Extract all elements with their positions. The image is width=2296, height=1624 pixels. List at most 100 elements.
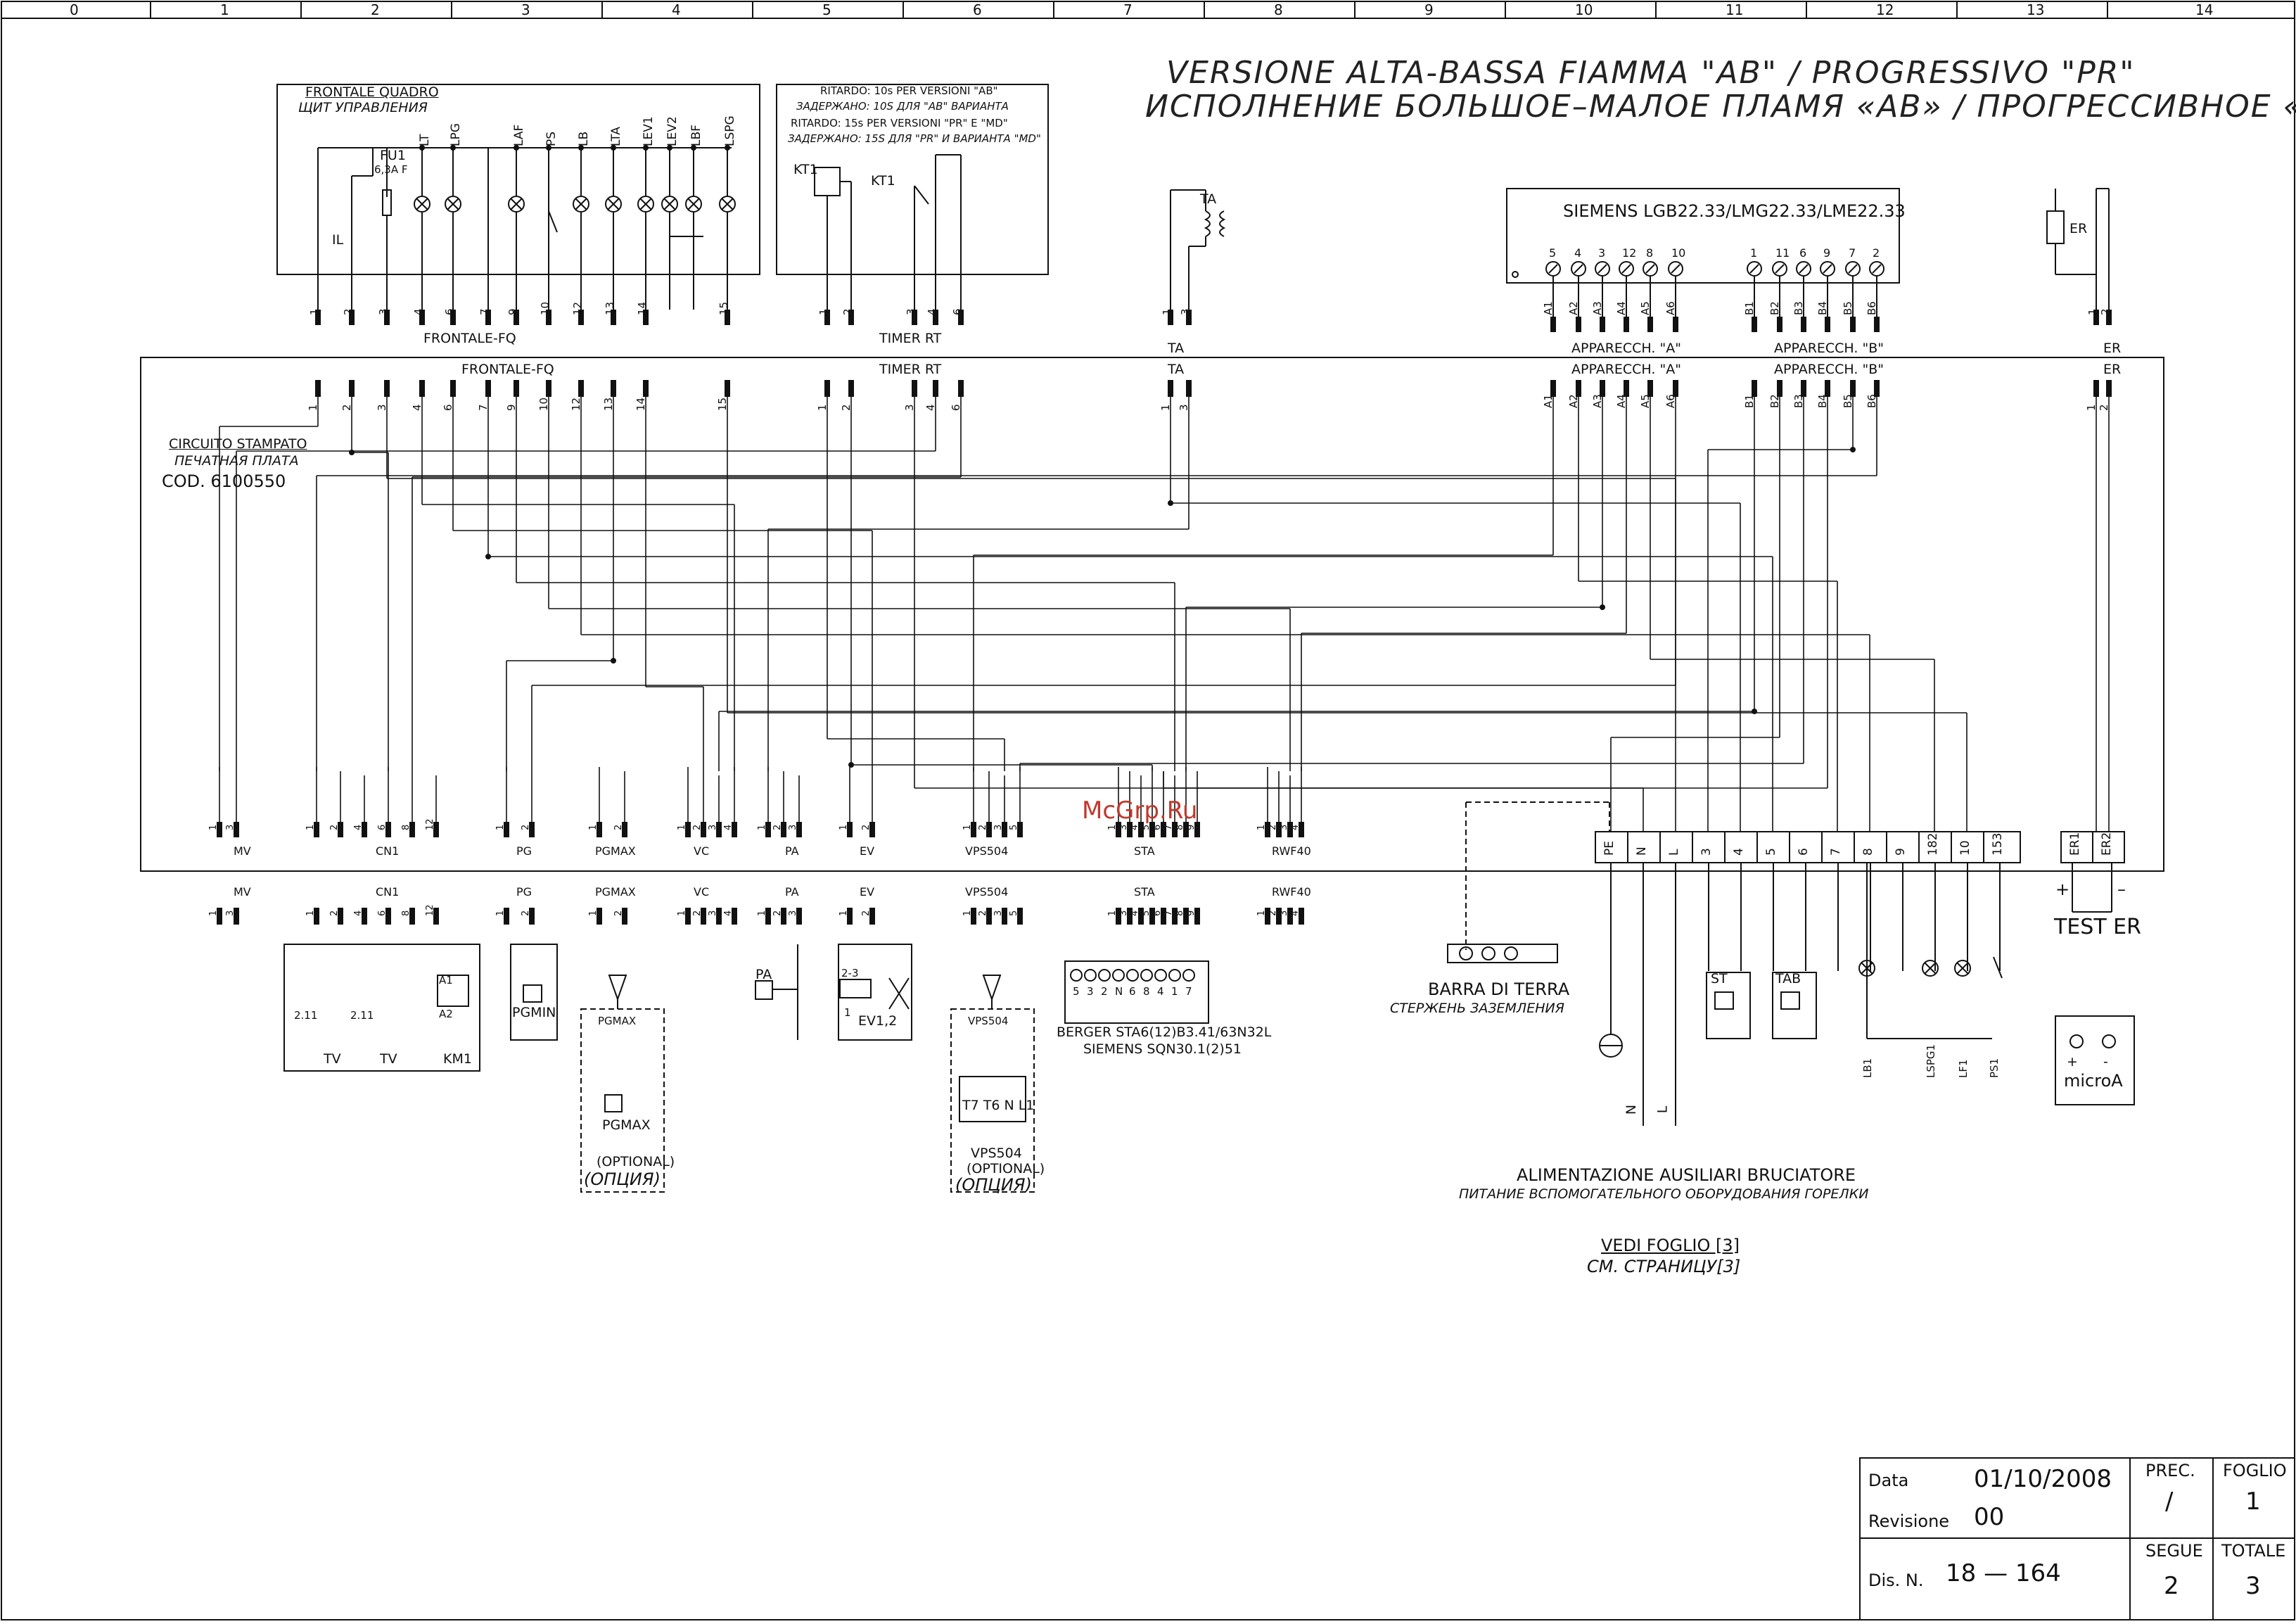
sta-pin-num: 3 [1118, 910, 1129, 916]
pcb-pg-pin [504, 822, 509, 837]
rwf40-pin [1276, 908, 1282, 925]
er-pcb-label: ER [2103, 362, 2122, 377]
pcb-pgmax-pin-num: 1 [588, 824, 599, 830]
lamp-lspg-icon [719, 196, 736, 212]
vps504-pin [1002, 908, 1007, 925]
sta-pin [1149, 908, 1155, 925]
pcb-app-a-pin-pin [1624, 380, 1629, 397]
pg-pin [529, 908, 535, 925]
pcb-vps504-label: VPS504 [965, 844, 1009, 858]
ruler-label-14: 14 [2195, 1, 2214, 18]
app-a-term-pin [1550, 317, 1556, 332]
junction-dot [546, 145, 551, 151]
frontale-term-num-6: 6 [443, 308, 456, 315]
er-wiring [2046, 188, 2110, 310]
ruler-label-2: 2 [371, 1, 380, 18]
sta-pin-4: 4 [1157, 985, 1164, 998]
pcb-cn1-pin [314, 822, 319, 837]
siemens-title: SIEMENS LGB22.33/LMG22.33/LME22.33 [1563, 201, 1906, 221]
pcb-timer-num-6: 6 [950, 404, 962, 411]
pcb-sta-pin [1127, 822, 1133, 837]
ta-connector-label: TA [1168, 341, 1185, 356]
tab-label: TAB [1775, 971, 1801, 987]
earth-screw-icon [1504, 946, 1518, 960]
cn1-pin-num: 2 [329, 910, 340, 916]
sta-screw-icon [1070, 969, 1083, 982]
timer-term-pin [848, 310, 854, 325]
pcb-frontale-num-12: 12 [570, 397, 582, 411]
pcb-vc-label: VC [694, 844, 710, 858]
pcb-frontale-pin-pin [643, 380, 649, 397]
earth-screw-icon [1459, 946, 1473, 960]
lamp-cross [1924, 962, 1937, 975]
ruler-label-11: 11 [1726, 1, 1744, 18]
vps-optional-ru: (ОПЦИЯ) [955, 1175, 1032, 1195]
vps-opt-title: VPS504 [968, 1015, 1009, 1027]
mv-pin-num: 3 [225, 910, 236, 916]
microammeter-label: microA [2064, 1071, 2123, 1091]
pgmin-label: PGMIN [512, 1005, 556, 1020]
pcb-cn1-pin-num: 2 [329, 824, 340, 830]
pcb-app-b-pin-pin [1874, 380, 1880, 397]
lamp-lta-icon [605, 196, 622, 212]
pcb-mv-pin [234, 822, 239, 837]
pcb-vps504-pin [971, 822, 976, 837]
vps504-pin-num: 2 [978, 910, 988, 916]
junction-dot [667, 145, 672, 151]
pcb-vc-pin [732, 822, 737, 837]
pcb-vc-pin [716, 822, 722, 837]
revision-value: 00 [1974, 1503, 2005, 1531]
pcb-frontale-pin-pin [485, 380, 491, 397]
title-block-grid [1859, 1457, 2295, 1620]
sta-pin-num: 6 [1152, 910, 1163, 916]
pcb-cn1-pin-num: 4 [353, 824, 364, 830]
timer-relay-contact-label: KT1 [871, 173, 895, 189]
meter-minus: - [2103, 1054, 2108, 1070]
er-term-pin [2106, 310, 2112, 325]
pcb-rwf40-pin [1276, 822, 1282, 837]
lamp-lspg1-icon [1922, 960, 1939, 977]
pcb-frontale-num-10: 10 [537, 397, 550, 411]
pcb-pa-pin-num: 2 [772, 824, 783, 830]
timer-term-pin [958, 310, 964, 325]
feed-l-label: L [1654, 1105, 1671, 1114]
junction-dot [450, 145, 456, 151]
ta-term-num-3: 3 [1179, 308, 1192, 315]
lamp-label-lf1: LF1 [1957, 1059, 1970, 1078]
junction-dot [1168, 500, 1173, 506]
pcb-app-b-b5: B5 [1842, 394, 1854, 408]
lamp-lev2-icon [661, 196, 678, 212]
see-sheet-label: VEDI FOGLIO [3] [1601, 1236, 1740, 1255]
pcb-frontale-pin-pin [315, 380, 321, 397]
timer-term-pin [824, 310, 830, 325]
frontale-term-pin [349, 310, 355, 325]
pg-pin-num: 2 [521, 910, 531, 916]
date-value: 01/10/2008 [1974, 1465, 2112, 1493]
siemens-a-num-4: 4 [1574, 246, 1582, 260]
pcb-frontale-num-1: 1 [307, 404, 319, 411]
screw-slot [1749, 264, 1759, 274]
pcb-frontale-num-2: 2 [340, 404, 353, 411]
tester-minus: – [2117, 880, 2126, 899]
terminal-8: 8 [1861, 848, 1875, 856]
watermark: McGrp.Ru [1082, 797, 1198, 825]
vc-label: VC [694, 885, 710, 899]
pcb-ev-pin [847, 822, 853, 837]
pcb-vps504-pin [1002, 822, 1007, 837]
terminal-7: 7 [1829, 848, 1843, 856]
ev-pin [847, 908, 853, 925]
ev-pins: 2-3 [841, 967, 859, 979]
lamp-cross [416, 198, 428, 210]
pcb-sta-pin [1116, 822, 1121, 837]
terminal-9: 9 [1894, 848, 1908, 856]
ruler-label-10: 10 [1575, 1, 1593, 18]
frontale-term-pin [315, 310, 321, 325]
pcb-app-a-a4: A4 [1615, 394, 1628, 408]
mv-pin [217, 908, 222, 925]
app-a-term-pin [1600, 317, 1605, 332]
pg-label: PG [516, 885, 532, 899]
pcb-rwf40-label: RWF40 [1272, 844, 1311, 858]
pcb-ev-label: EV [860, 844, 875, 858]
frontale-pcb-label: FRONTALE-FQ [461, 362, 554, 377]
pgmax-pin-num: 1 [588, 910, 599, 916]
